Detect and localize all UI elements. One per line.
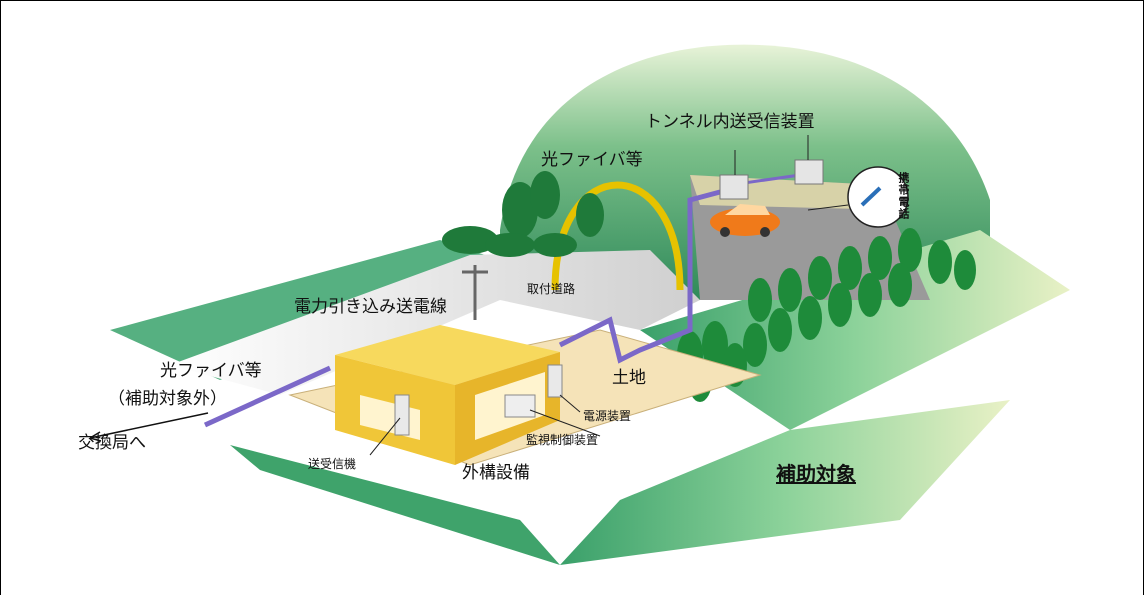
monitor-control-label: 監視制御装置: [526, 433, 599, 447]
exterior-facility-label: 外構設備: [462, 463, 530, 483]
bottom-field: [230, 445, 560, 565]
tunnel-transceiver-2: [794, 159, 824, 185]
power-unit: [547, 364, 563, 398]
power-line-label: 電力引き込み送電線: [294, 297, 447, 317]
hill-trees: [442, 171, 604, 257]
mobile-phone-label: 携帯電話: [897, 172, 910, 220]
access-road: [170, 250, 700, 395]
subsidy-target-label: 補助対象: [776, 462, 856, 486]
tunnel-transceiver-1: [719, 174, 749, 200]
car-icon: [710, 204, 780, 237]
mobile-phone-icon: [807, 166, 909, 228]
bottom-field-right: [560, 400, 1010, 565]
monitor-control-unit: [504, 394, 536, 418]
transceiver-unit: [394, 394, 410, 436]
fiber-label-left: 光ファイバ等: [160, 361, 262, 381]
fiber-label-top: 光ファイバ等: [541, 150, 643, 170]
power-unit-label: 電源装置: [583, 409, 632, 423]
fiber-cable: [203, 189, 721, 428]
not-covered-label: （補助対象外）: [108, 389, 227, 409]
access-road-label: 取付道路: [527, 282, 576, 296]
tunnel-equipment-label: トンネル内送受信装置: [645, 112, 815, 132]
power-pole: [462, 265, 488, 320]
exchange-arrow: [89, 412, 209, 439]
to-exchange-label: 交換局へ: [78, 433, 146, 453]
land-label: 土地: [612, 368, 646, 388]
transceiver-label: 送受信機: [308, 457, 357, 471]
left-field: [110, 240, 500, 380]
